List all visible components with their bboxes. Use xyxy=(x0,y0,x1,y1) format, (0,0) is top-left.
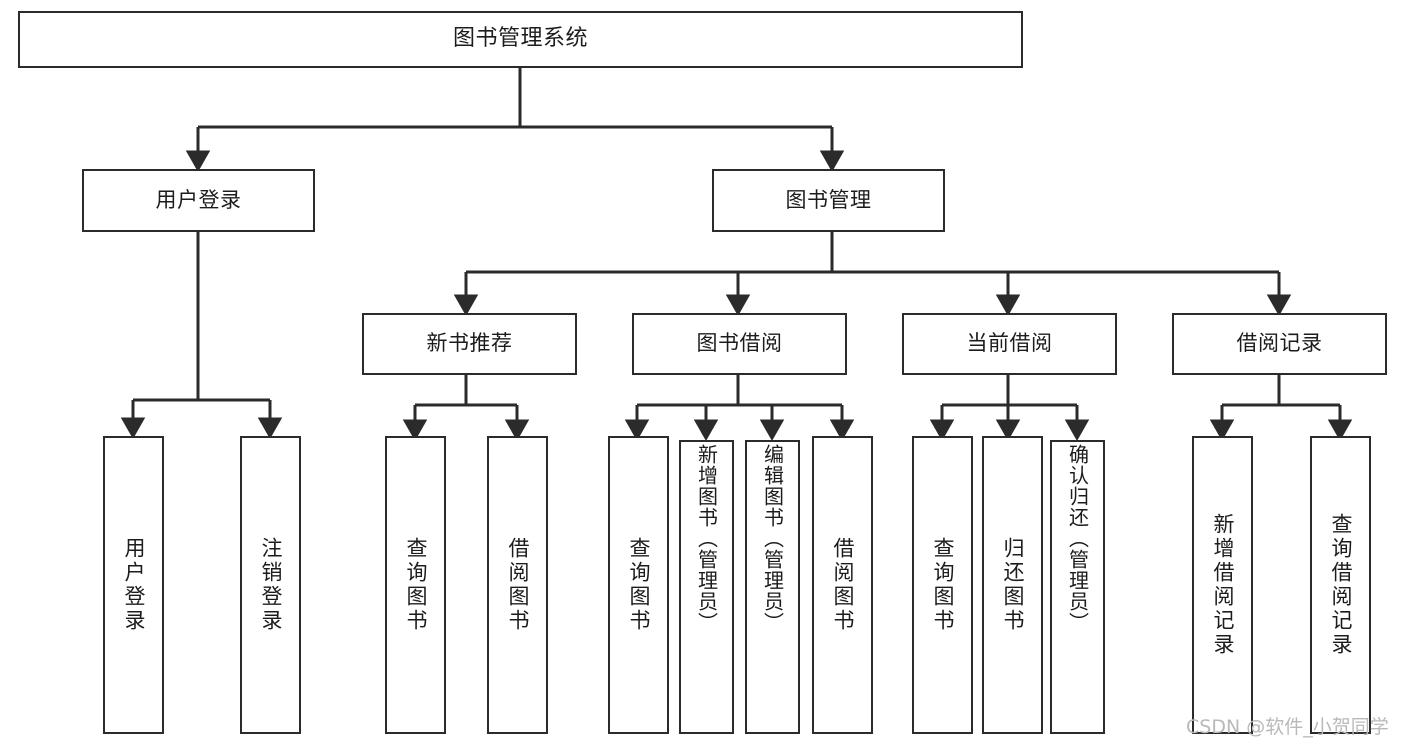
node-root-system[interactable]: 图书管理系统 xyxy=(18,11,1023,68)
node-label: 编辑图书（管理员） xyxy=(760,444,785,633)
leaf-user-login[interactable]: 用户登录 xyxy=(103,436,164,734)
leaf-query-book-2[interactable]: 查询图书 xyxy=(608,436,669,734)
node-book-manage[interactable]: 图书管理 xyxy=(712,169,945,232)
node-label: 查询借阅记录 xyxy=(1329,513,1353,657)
node-label: 用户登录 xyxy=(122,537,146,633)
node-label: 归还图书 xyxy=(1001,537,1025,633)
leaf-add-book-admin[interactable]: 新增图书（管理员） xyxy=(679,440,734,734)
leaf-borrow-book-1[interactable]: 借阅图书 xyxy=(487,436,548,734)
node-label: 查询图书 xyxy=(627,537,651,633)
node-label: 查询图书 xyxy=(404,537,428,633)
node-borrow-record[interactable]: 借阅记录 xyxy=(1172,313,1387,375)
node-label: 图书管理 xyxy=(785,187,872,212)
leaf-add-borrow-record[interactable]: 新增借阅记录 xyxy=(1192,436,1253,734)
leaf-confirm-return-admin[interactable]: 确认归还（管理员） xyxy=(1050,440,1105,734)
node-label: 借阅图书 xyxy=(506,537,530,633)
node-user-login[interactable]: 用户登录 xyxy=(82,169,315,232)
leaf-query-borrow-record[interactable]: 查询借阅记录 xyxy=(1310,436,1371,734)
leaf-query-book-1[interactable]: 查询图书 xyxy=(385,436,446,734)
node-label: 图书管理系统 xyxy=(452,26,588,52)
node-label: 新增借阅记录 xyxy=(1211,513,1235,657)
leaf-edit-book-admin[interactable]: 编辑图书（管理员） xyxy=(745,440,800,734)
node-new-book-recommend[interactable]: 新书推荐 xyxy=(362,313,577,375)
node-label: 新书推荐 xyxy=(426,331,513,356)
leaf-return-book[interactable]: 归还图书 xyxy=(982,436,1043,734)
node-label: 确认归还（管理员） xyxy=(1065,444,1090,633)
leaf-borrow-book-2[interactable]: 借阅图书 xyxy=(812,436,873,734)
node-book-borrow[interactable]: 图书借阅 xyxy=(632,313,847,375)
node-label: 查询图书 xyxy=(931,537,955,633)
node-label: 新增图书（管理员） xyxy=(694,444,719,633)
node-label: 图书借阅 xyxy=(696,331,783,356)
leaf-query-book-3[interactable]: 查询图书 xyxy=(912,436,973,734)
node-label: 借阅记录 xyxy=(1236,331,1323,356)
node-label: 当前借阅 xyxy=(966,331,1053,356)
watermark-credit: CSDN @软件_小贺同学 xyxy=(1186,716,1389,738)
leaf-logout[interactable]: 注销登录 xyxy=(240,436,301,734)
node-current-borrow[interactable]: 当前借阅 xyxy=(902,313,1117,375)
node-label: 注销登录 xyxy=(259,537,283,633)
node-label: 用户登录 xyxy=(155,187,242,212)
node-label: 借阅图书 xyxy=(831,537,855,633)
